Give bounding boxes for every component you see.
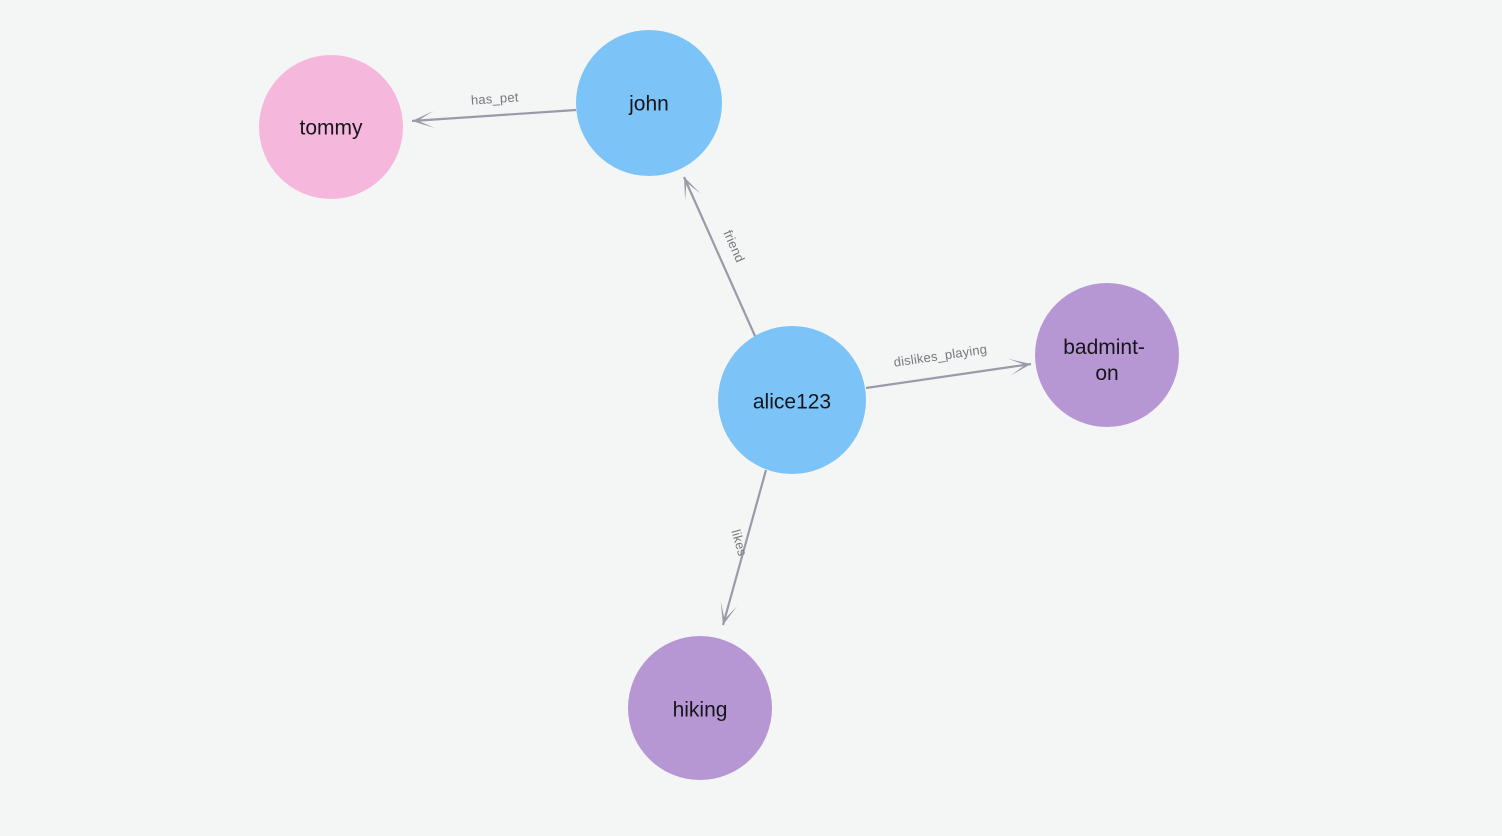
node-label-badminton-line-1: badmint- xyxy=(1063,336,1145,359)
edge-arrowhead-dislikes-playing xyxy=(1008,358,1031,376)
node-circle-john[interactable] xyxy=(576,30,722,176)
edge-label-dislikes-playing: dislikes_playing xyxy=(893,341,988,369)
node-circle-tommy[interactable] xyxy=(259,55,403,199)
node-tommy[interactable]: tommy xyxy=(259,55,403,199)
node-label-john: john xyxy=(628,93,669,116)
edge-likes[interactable]: likes xyxy=(720,469,768,626)
node-label-badminton-line-2: on xyxy=(1095,362,1118,385)
node-alice123[interactable]: alice123 xyxy=(718,326,866,474)
node-circle-alice123[interactable] xyxy=(718,326,866,474)
node-layer: tommy john alice123 badmint- on xyxy=(259,30,1179,780)
node-circle-hiking[interactable] xyxy=(628,636,772,780)
edge-line-friend xyxy=(682,176,757,337)
edge-label-has-pet: has_pet xyxy=(470,89,519,107)
node-john[interactable]: john xyxy=(576,30,722,176)
edge-label-friend: friend xyxy=(720,228,747,265)
edge-line-likes xyxy=(721,469,768,626)
edge-arrowhead-likes xyxy=(720,601,738,625)
edge-line-has-pet xyxy=(411,108,577,123)
node-hiking[interactable]: hiking xyxy=(628,636,772,780)
edge-dislikes-playing[interactable]: dislikes_playing xyxy=(865,341,1032,390)
node-label-alice123: alice123 xyxy=(753,391,831,414)
node-badminton[interactable]: badmint- on xyxy=(1035,283,1179,427)
edge-arrowhead-has-pet xyxy=(412,111,435,128)
edge-has-pet[interactable]: has_pet xyxy=(411,89,577,128)
edge-line-dislikes-playing xyxy=(865,362,1032,390)
edge-friend[interactable]: friend xyxy=(682,176,757,337)
edge-arrowhead-friend xyxy=(684,177,701,201)
edge-layer: has_pet friend dislikes_playing likes xyxy=(411,89,1032,626)
node-circle-badminton[interactable] xyxy=(1035,283,1179,427)
node-label-badminton: badmint- on xyxy=(1063,336,1151,385)
node-label-tommy: tommy xyxy=(300,117,364,140)
node-label-hiking: hiking xyxy=(673,699,728,722)
edge-label-likes: likes xyxy=(728,528,750,558)
